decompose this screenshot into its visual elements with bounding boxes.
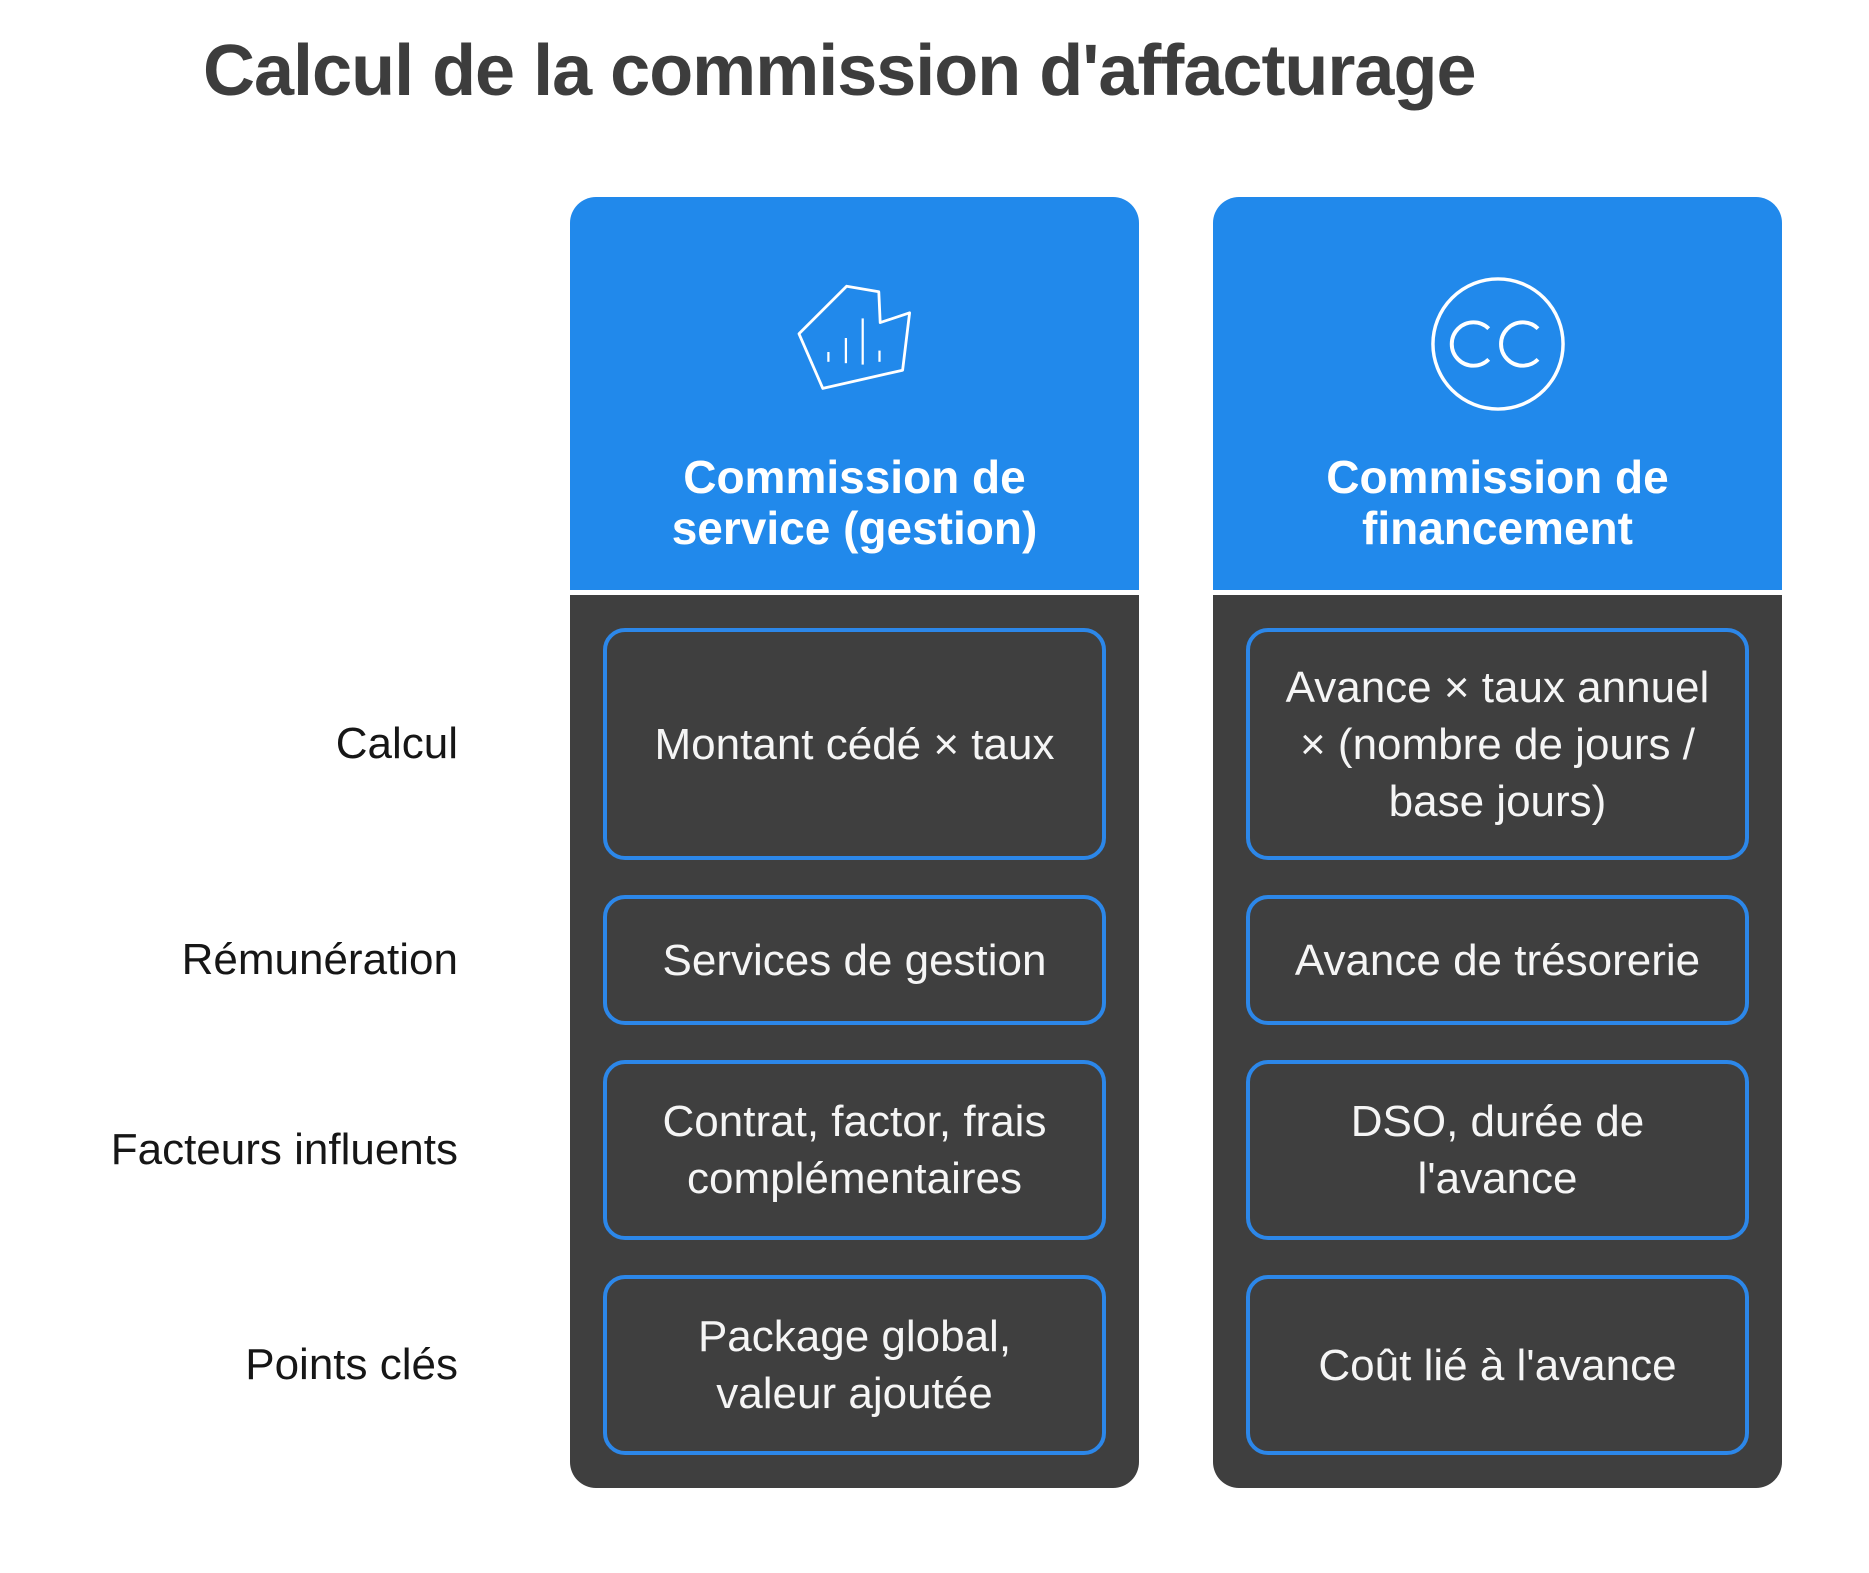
card-header-service: Commission de service (gestion) — [570, 197, 1139, 590]
cell-service-points-cles: Package global, valeur ajoutée — [603, 1275, 1106, 1455]
row-label-points-cles: Points clés — [245, 1340, 458, 1389]
card-commission-financement: Commission de financement Avance × taux … — [1213, 197, 1782, 1488]
row-label-facteurs-influents: Facteurs influents — [110, 1125, 458, 1174]
row-label-calcul: Calcul — [335, 719, 458, 768]
page-title: Calcul de la commission d'affacturage — [203, 31, 1476, 111]
card-body-service: Montant cédé × taux Services de gestion … — [570, 595, 1139, 1488]
card-title-financement-line2: financement — [1362, 502, 1633, 554]
cell-financement-calcul: Avance × taux annuel × (nombre de jours … — [1246, 628, 1749, 860]
cell-financement-points-cles: Coût lié à l'avance — [1246, 1275, 1749, 1455]
row-label-remuneration: Rémunération — [181, 935, 458, 984]
cc-circle-icon — [1429, 275, 1567, 413]
cell-financement-remuneration: Avance de trésorerie — [1246, 895, 1749, 1025]
cell-service-facteurs: Contrat, factor, frais complémentaires — [603, 1060, 1106, 1240]
card-title-service-line1: Commission de — [683, 451, 1026, 503]
card-title-financement-line1: Commission de — [1326, 451, 1669, 503]
card-title-service-line2: service (gestion) — [671, 502, 1038, 554]
card-title-service: Commission de service (gestion) — [570, 452, 1139, 554]
card-commission-service: Commission de service (gestion) Montant … — [570, 197, 1139, 1488]
bar-chart-polygon-icon — [785, 275, 925, 401]
cell-service-remuneration: Services de gestion — [603, 895, 1106, 1025]
card-body-financement: Avance × taux annuel × (nombre de jours … — [1213, 595, 1782, 1488]
cell-financement-facteurs: DSO, durée de l'avance — [1246, 1060, 1749, 1240]
cell-service-calcul: Montant cédé × taux — [603, 628, 1106, 860]
card-title-financement: Commission de financement — [1213, 452, 1782, 554]
card-header-financement: Commission de financement — [1213, 197, 1782, 590]
